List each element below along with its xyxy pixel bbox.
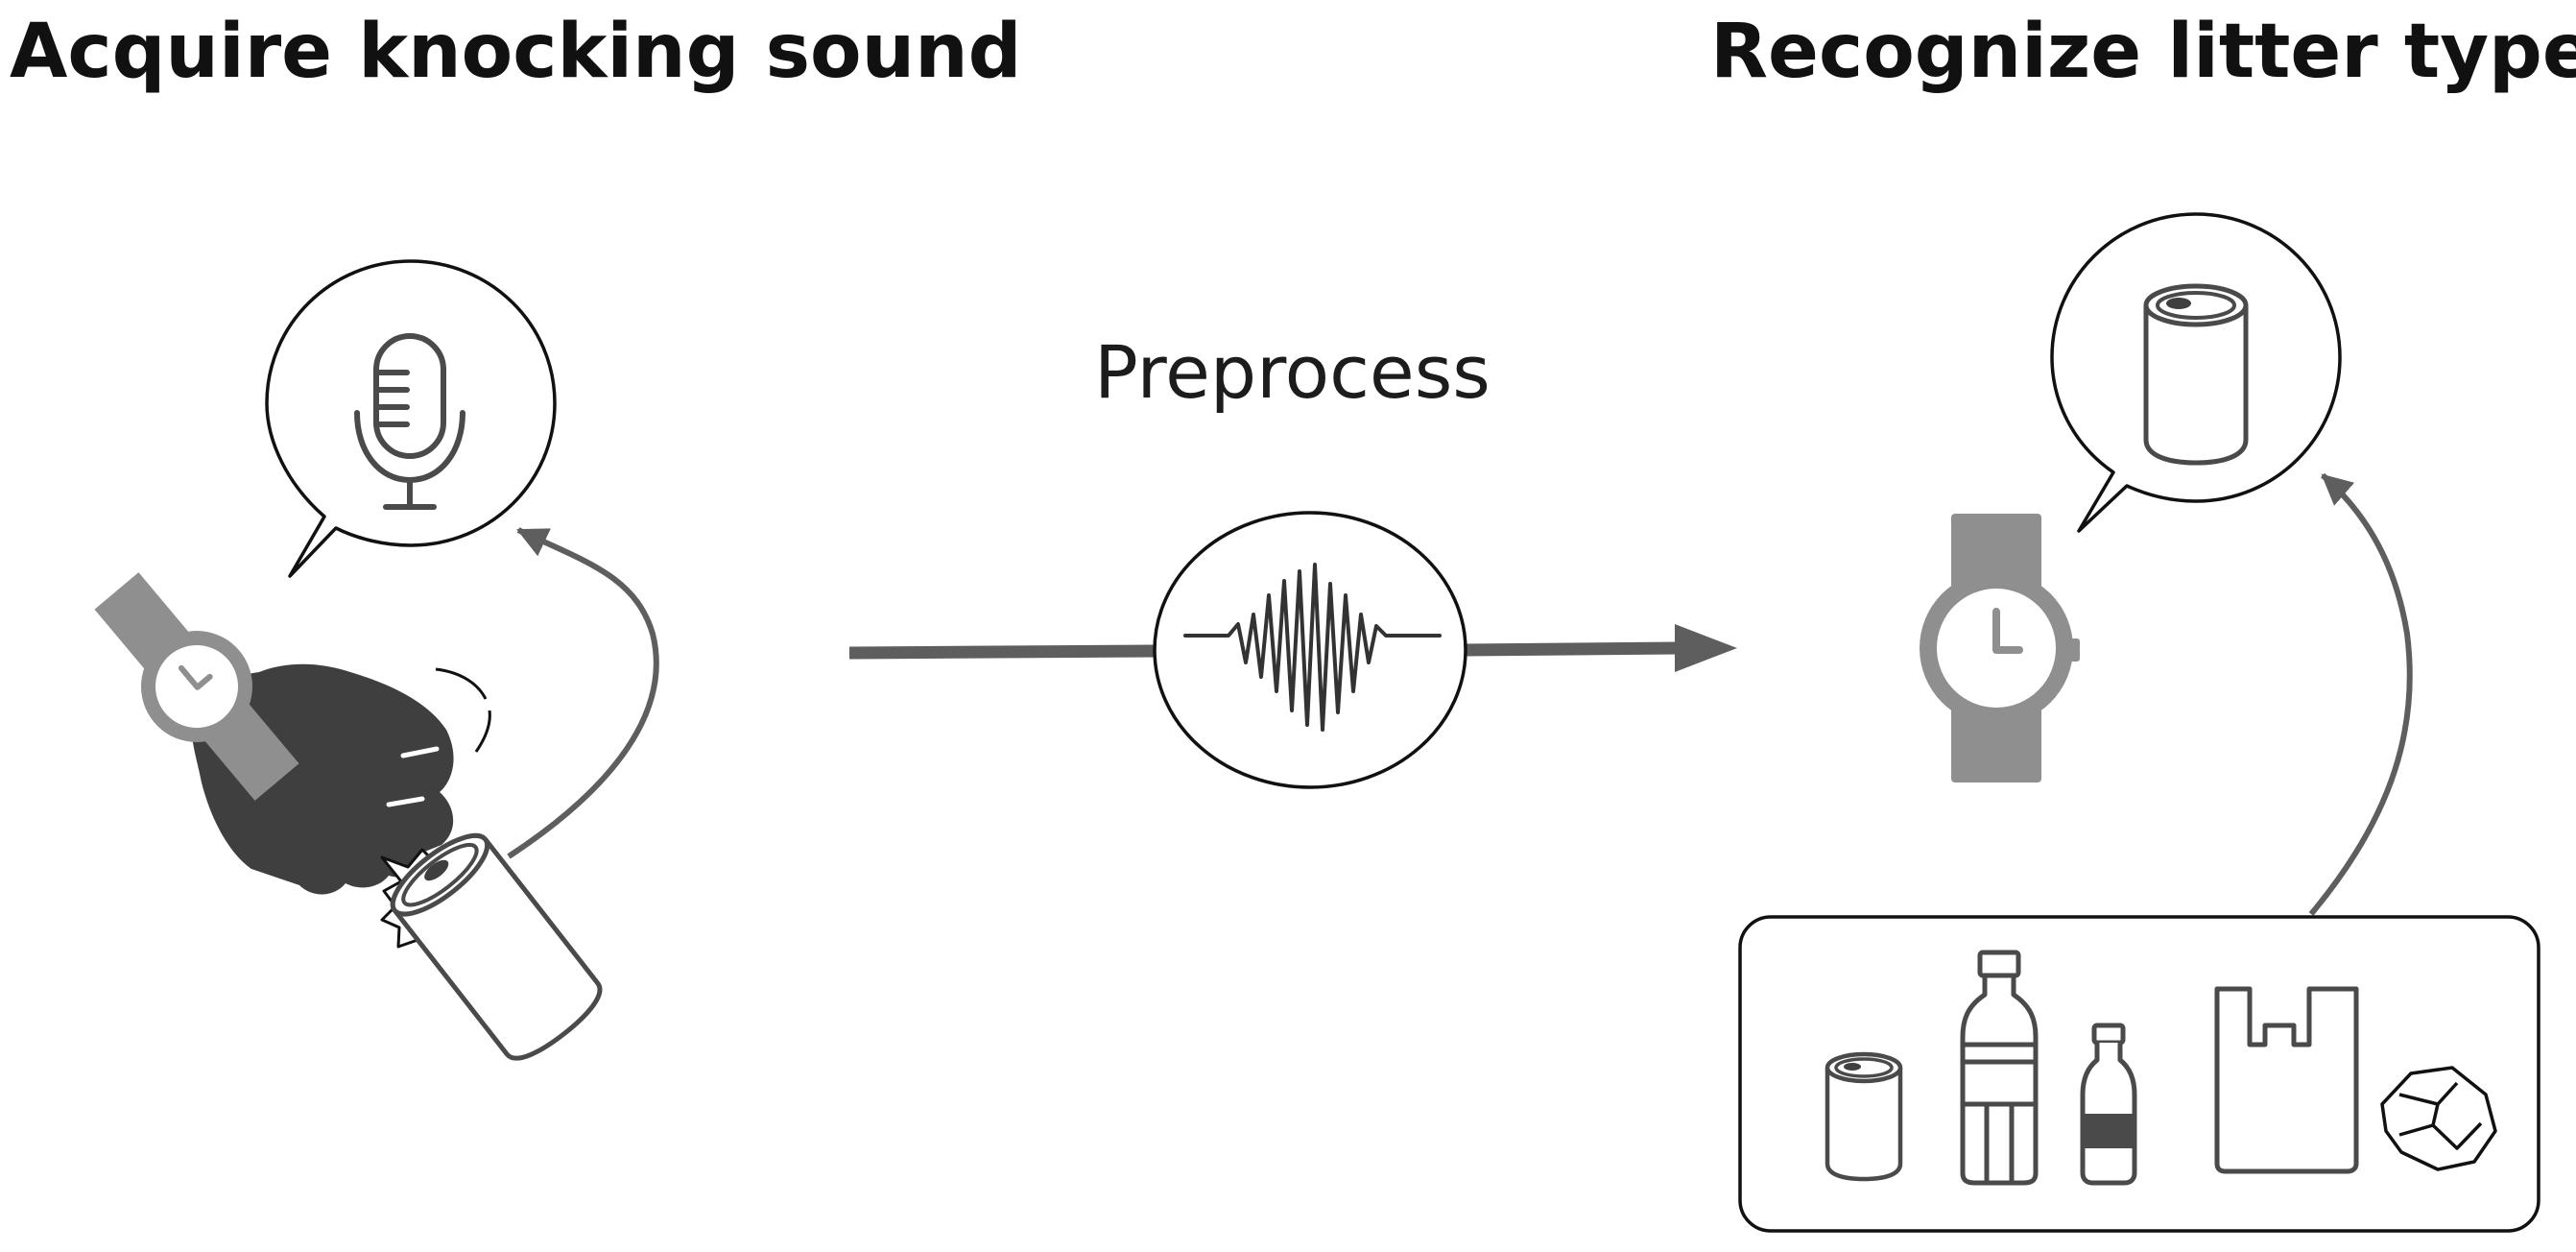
can-icon	[1825, 1051, 1903, 1182]
smartwatch-icon	[1920, 514, 2080, 782]
microphone-icon	[354, 333, 465, 510]
heading-recognize-litter-type: Recognize litter type	[1710, 9, 2576, 95]
classification-arrow	[2308, 472, 2413, 916]
plastic-bag-icon	[2214, 986, 2359, 1174]
waveform-icon	[1183, 563, 1442, 732]
pipeline-arrowhead	[1675, 624, 1737, 672]
paper-icon	[2380, 1066, 2497, 1171]
motion-lines	[435, 667, 491, 753]
smartwatch-icon	[94, 572, 299, 801]
heading-acquire-knocking-sound: Acquire knocking sound	[10, 9, 1022, 95]
microphone-speech-bubble	[265, 259, 557, 578]
can-icon	[390, 832, 603, 1061]
preprocess-step	[848, 511, 1737, 789]
pipeline-line-right	[1463, 641, 1681, 657]
fist-knuckle-line	[400, 746, 440, 758]
pipeline-line-left	[848, 644, 1157, 660]
recognition-panel	[1738, 212, 2540, 1233]
sound-capture-arrow	[507, 527, 659, 859]
fist-knuckle-line	[386, 796, 425, 807]
acquire-sound-panel	[94, 259, 659, 1061]
pet-bottle-icon	[1960, 950, 2039, 1186]
glass-bottle-icon	[2080, 1023, 2137, 1186]
can-icon	[2143, 283, 2249, 466]
preprocess-label: Preprocess	[1094, 329, 1491, 415]
